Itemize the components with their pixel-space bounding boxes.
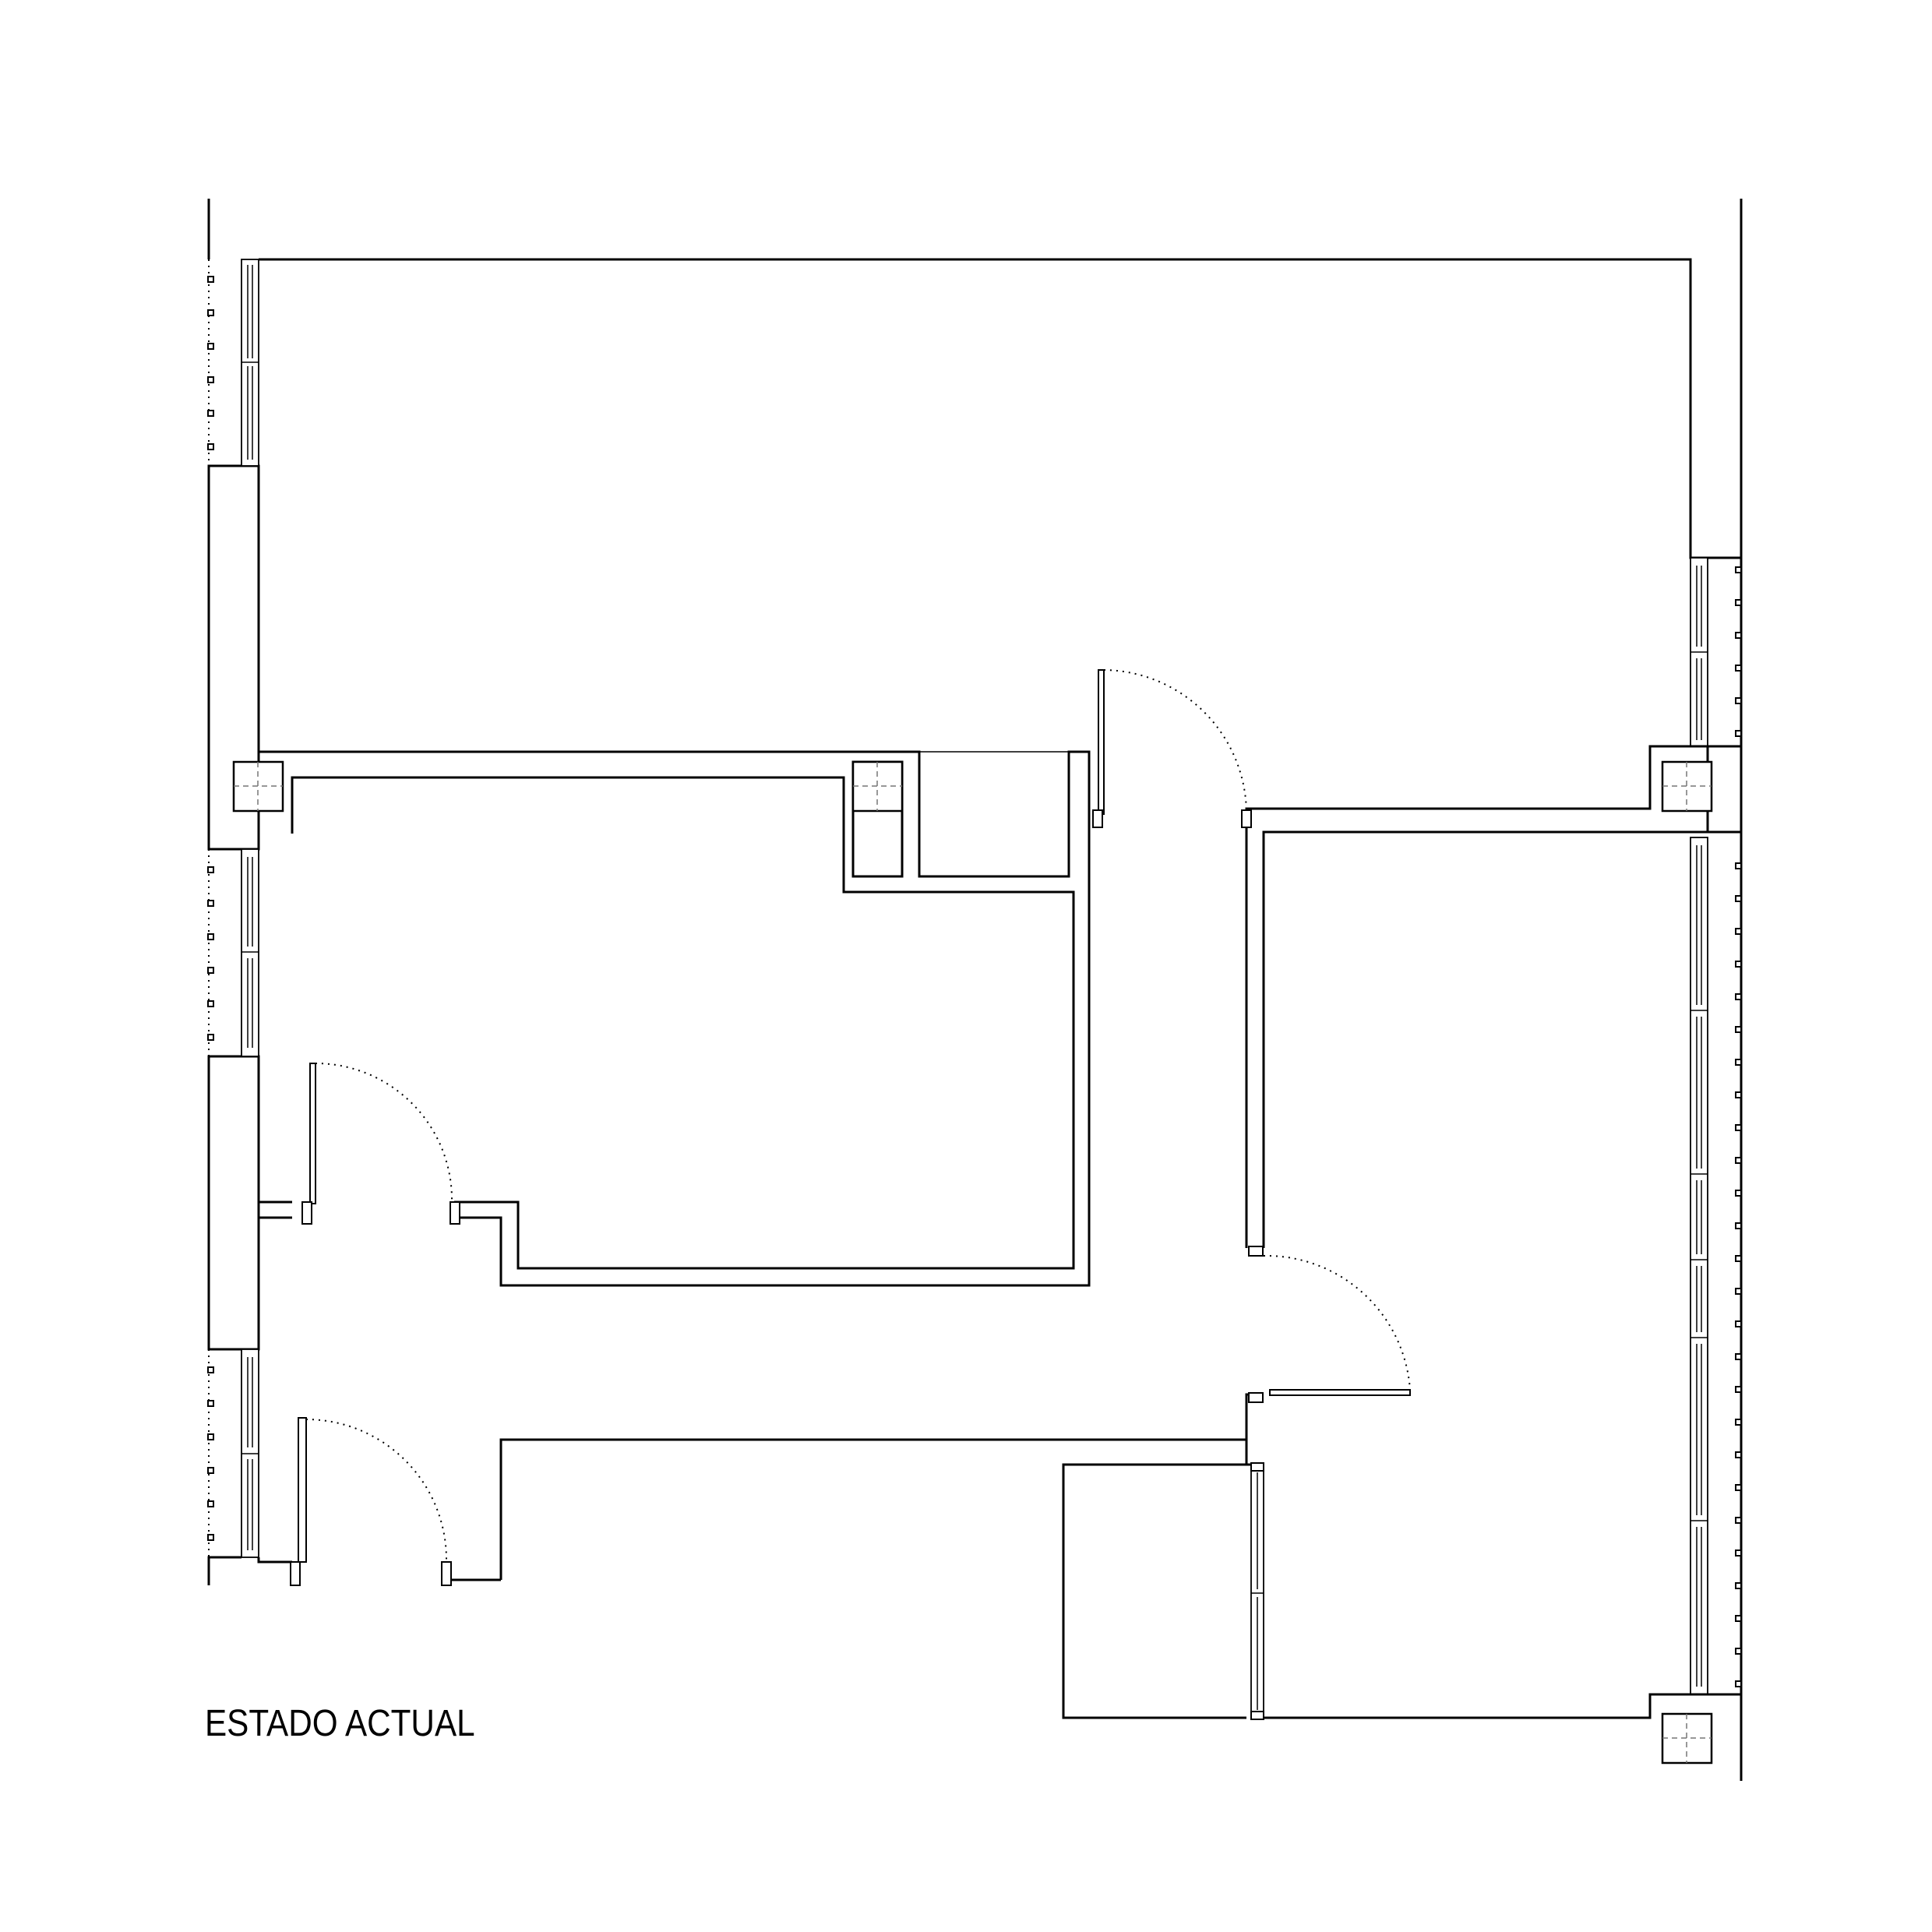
interior-glazing (1250, 1462, 1264, 1720)
left-railing (207, 259, 214, 1557)
drawing-title: ESTADO ACTUAL (205, 1703, 475, 1744)
right-railing (1735, 558, 1742, 1694)
structural-columns (232, 760, 1713, 1765)
exterior-walls (207, 199, 1743, 1781)
left-pier-middle (207, 1055, 260, 1351)
interior-walls (257, 466, 1741, 1719)
left-windows (241, 259, 259, 1558)
doors (290, 669, 1411, 1586)
right-windows (1690, 557, 1708, 1695)
